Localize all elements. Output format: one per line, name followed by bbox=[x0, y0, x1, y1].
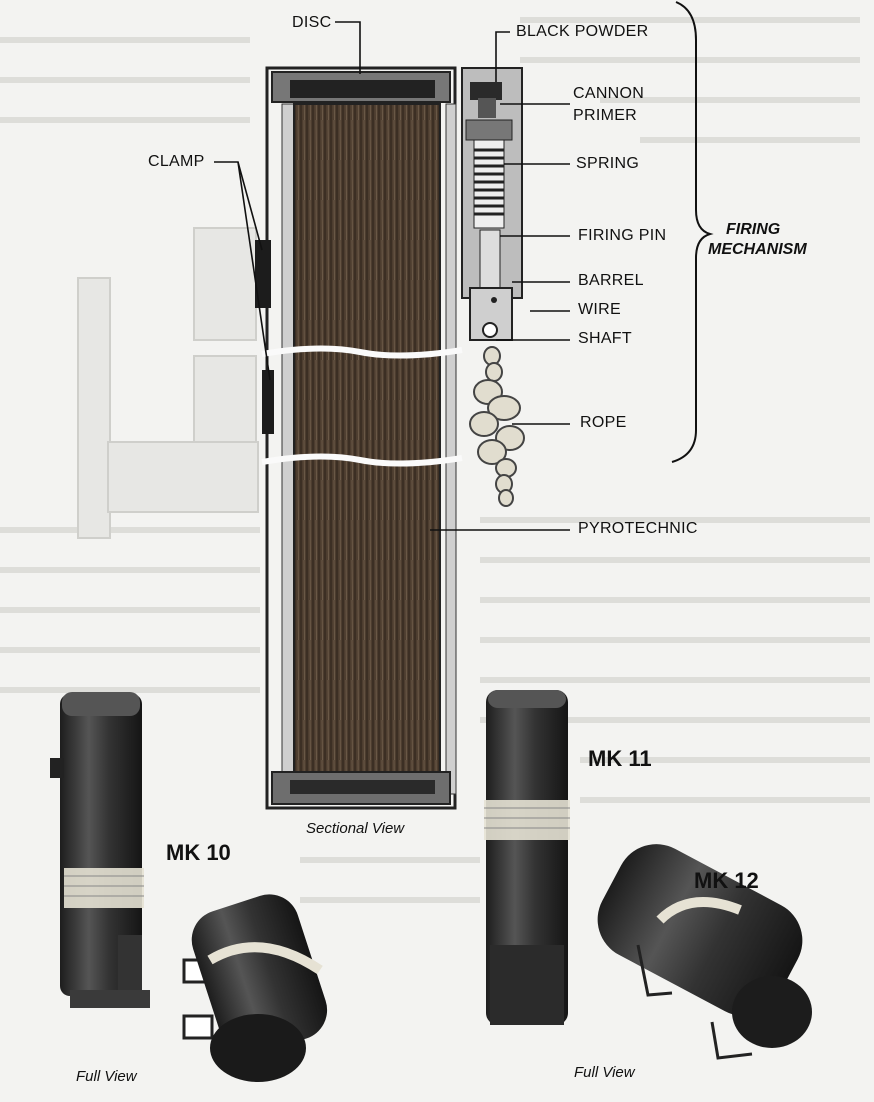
mounting-bracket-ghost bbox=[77, 227, 259, 539]
clamp-bands bbox=[255, 240, 274, 434]
caption-full-view-right: Full View bbox=[574, 1064, 635, 1081]
label-firing-mechanism-line2: MECHANISM bbox=[708, 241, 807, 258]
firing-mechanism bbox=[461, 67, 523, 341]
label-wire: WIRE bbox=[578, 301, 621, 318]
label-rope: ROPE bbox=[580, 414, 627, 431]
caption-sectional-view: Sectional View bbox=[306, 820, 405, 837]
model-label-mk10: MK 10 bbox=[166, 840, 231, 865]
label-cannon-primer-line2: PRIMER bbox=[573, 107, 638, 124]
sectional-view-canister bbox=[261, 66, 463, 810]
label-spring: SPRING bbox=[576, 155, 640, 172]
label-firing-mechanism: FIRING MECHANISM bbox=[708, 220, 807, 260]
label-black-powder: BLACK POWDER bbox=[516, 23, 649, 40]
mk11-full-view bbox=[484, 690, 570, 1025]
caption-full-view-left: Full View bbox=[76, 1068, 137, 1085]
label-firing-pin: FIRING PIN bbox=[578, 227, 667, 244]
label-pyrotechnic: PYROTECHNIC bbox=[578, 520, 698, 537]
model-label-mk12: MK 12 bbox=[694, 868, 759, 893]
model-label-mk11: MK 11 bbox=[588, 746, 652, 771]
label-firing-mechanism-line1: FIRING bbox=[726, 221, 781, 238]
label-clamp: CLAMP bbox=[148, 153, 205, 170]
rope bbox=[469, 346, 525, 507]
mk10-full-view bbox=[50, 692, 150, 1008]
leader-lines bbox=[214, 1, 714, 531]
label-disc: DISC bbox=[292, 14, 332, 31]
label-barrel: BARREL bbox=[578, 272, 644, 289]
label-shaft: SHAFT bbox=[578, 330, 632, 347]
mk10-lying-view bbox=[182, 894, 328, 1082]
label-cannon-primer-line1: CANNON bbox=[573, 85, 645, 102]
mk12-lying-view bbox=[597, 844, 812, 1060]
